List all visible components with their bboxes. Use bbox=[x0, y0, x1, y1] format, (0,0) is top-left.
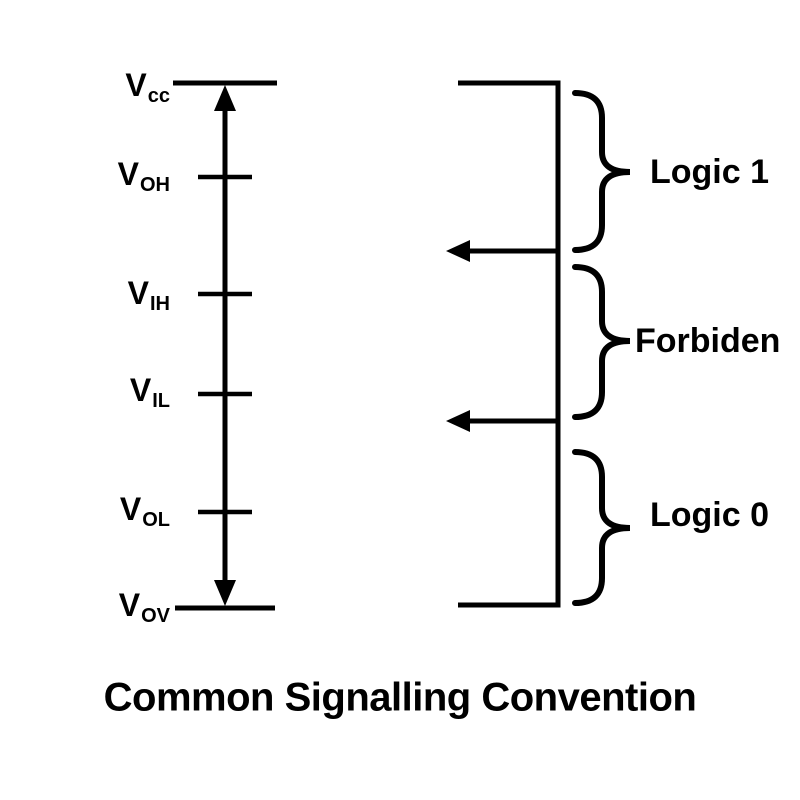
up-arrowhead-icon bbox=[214, 85, 236, 111]
voltage-symbol: V bbox=[129, 372, 152, 408]
diagram-title: Common Signalling Convention bbox=[103, 675, 697, 720]
left-arrowhead-icon bbox=[446, 410, 470, 432]
voltage-subscript: OH bbox=[140, 174, 170, 196]
voltage-label-vih: VIH bbox=[93, 275, 170, 314]
logic1-brace bbox=[572, 90, 631, 253]
region-label-logic0: Logic 0 bbox=[650, 496, 770, 534]
down-arrowhead-icon bbox=[214, 580, 236, 606]
region-label-logic1: Logic 1 bbox=[650, 153, 770, 191]
voltage-subscript: cc bbox=[147, 85, 170, 107]
threshold-bracket bbox=[458, 80, 561, 608]
threshold-bracket-group bbox=[446, 80, 561, 608]
region-braces bbox=[572, 90, 631, 606]
voltage-label-vol: VOL bbox=[93, 491, 170, 530]
voltage-subscript: OL bbox=[142, 509, 170, 531]
voltage-symbol: V bbox=[127, 275, 149, 311]
voltage-subscript: IH bbox=[150, 293, 170, 315]
voltage-label-vil: VIL bbox=[93, 372, 170, 411]
voltage-label-voh: VOH bbox=[93, 156, 170, 195]
voltage-symbol: V bbox=[118, 587, 141, 623]
voltage-symbol: V bbox=[125, 67, 147, 103]
voltage-symbol: V bbox=[117, 156, 139, 192]
forbidden-brace bbox=[572, 264, 631, 420]
logic0-brace bbox=[572, 449, 631, 606]
voltage-scale bbox=[173, 80, 277, 611]
voltage-symbol: V bbox=[119, 491, 142, 527]
voltage-subscript: IL bbox=[152, 390, 170, 412]
voltage-label-vov: VOV bbox=[93, 587, 170, 626]
region-label-forbidden: Forbiden bbox=[635, 322, 781, 360]
left-arrowhead-icon bbox=[446, 240, 470, 262]
voltage-label-vcc: Vcc bbox=[93, 67, 170, 106]
voltage-subscript: OV bbox=[141, 605, 170, 627]
